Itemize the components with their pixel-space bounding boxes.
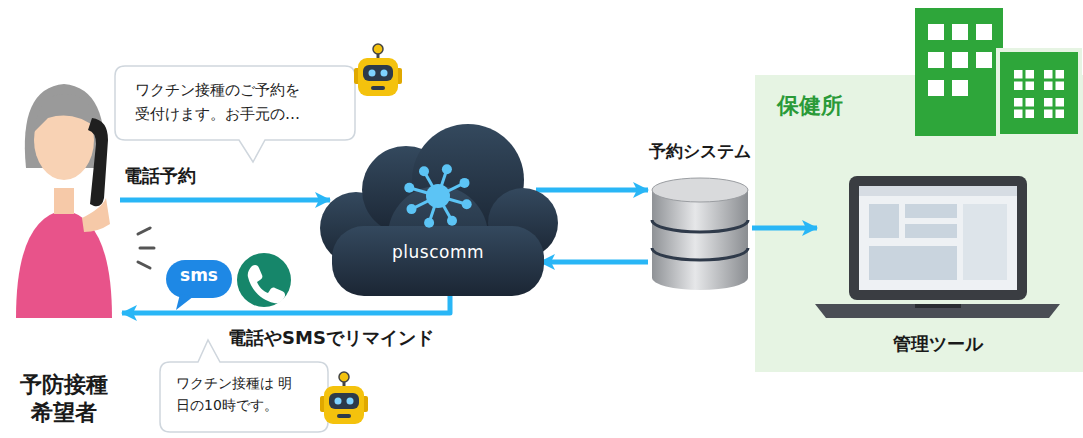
health-center-region: 保健所管理ツール: [755, 75, 1083, 372]
building-icon: [915, 8, 1080, 136]
phone-icon: [237, 253, 291, 307]
speech-bubble-shape: [160, 362, 328, 432]
robot-icon: [354, 44, 402, 96]
speech-bubble: ワクチン接種のご予約を 受付けます。お手元の…: [115, 66, 355, 140]
cloud-service: pluscomm: [318, 118, 558, 300]
person-figure: 予防接種希望者: [8, 48, 120, 428]
sms-icon: [166, 260, 232, 310]
robot-icon: [320, 372, 368, 424]
node-text: ワクチン接種のご予約を 受付けます。お手元の…: [135, 78, 315, 126]
flow-arrow: [752, 226, 817, 231]
node-text: 管理ツール: [815, 332, 1060, 356]
cloud-service-shape: [318, 118, 558, 300]
sound-lines: [138, 228, 154, 268]
node-text: ワクチン接種は 明日の10時です。: [176, 372, 300, 417]
flow-arrow: [122, 294, 450, 313]
node-text: pluscomm: [318, 242, 558, 262]
person-figure-shape: [8, 48, 120, 428]
icon-label: sms: [168, 265, 230, 285]
speech-bubble-shape: [115, 66, 355, 140]
node-text: 予防接種希望者: [18, 371, 110, 428]
laptop-tool: 管理ツール: [815, 172, 1060, 362]
database-cylinder: 予約システム: [650, 140, 750, 292]
edge-label: 電話予約: [124, 164, 196, 188]
database-cylinder-shape: [650, 140, 750, 292]
speech-bubble: ワクチン接種は 明日の10時です。: [160, 362, 328, 432]
edge-label: 電話やSMSでリマインド: [228, 326, 434, 350]
flow-arrow: [120, 198, 330, 203]
node-text: 保健所: [777, 91, 843, 121]
flow-arrow: [536, 188, 648, 193]
flow-arrow: [540, 260, 648, 265]
node-text: 予約システム: [630, 140, 770, 163]
